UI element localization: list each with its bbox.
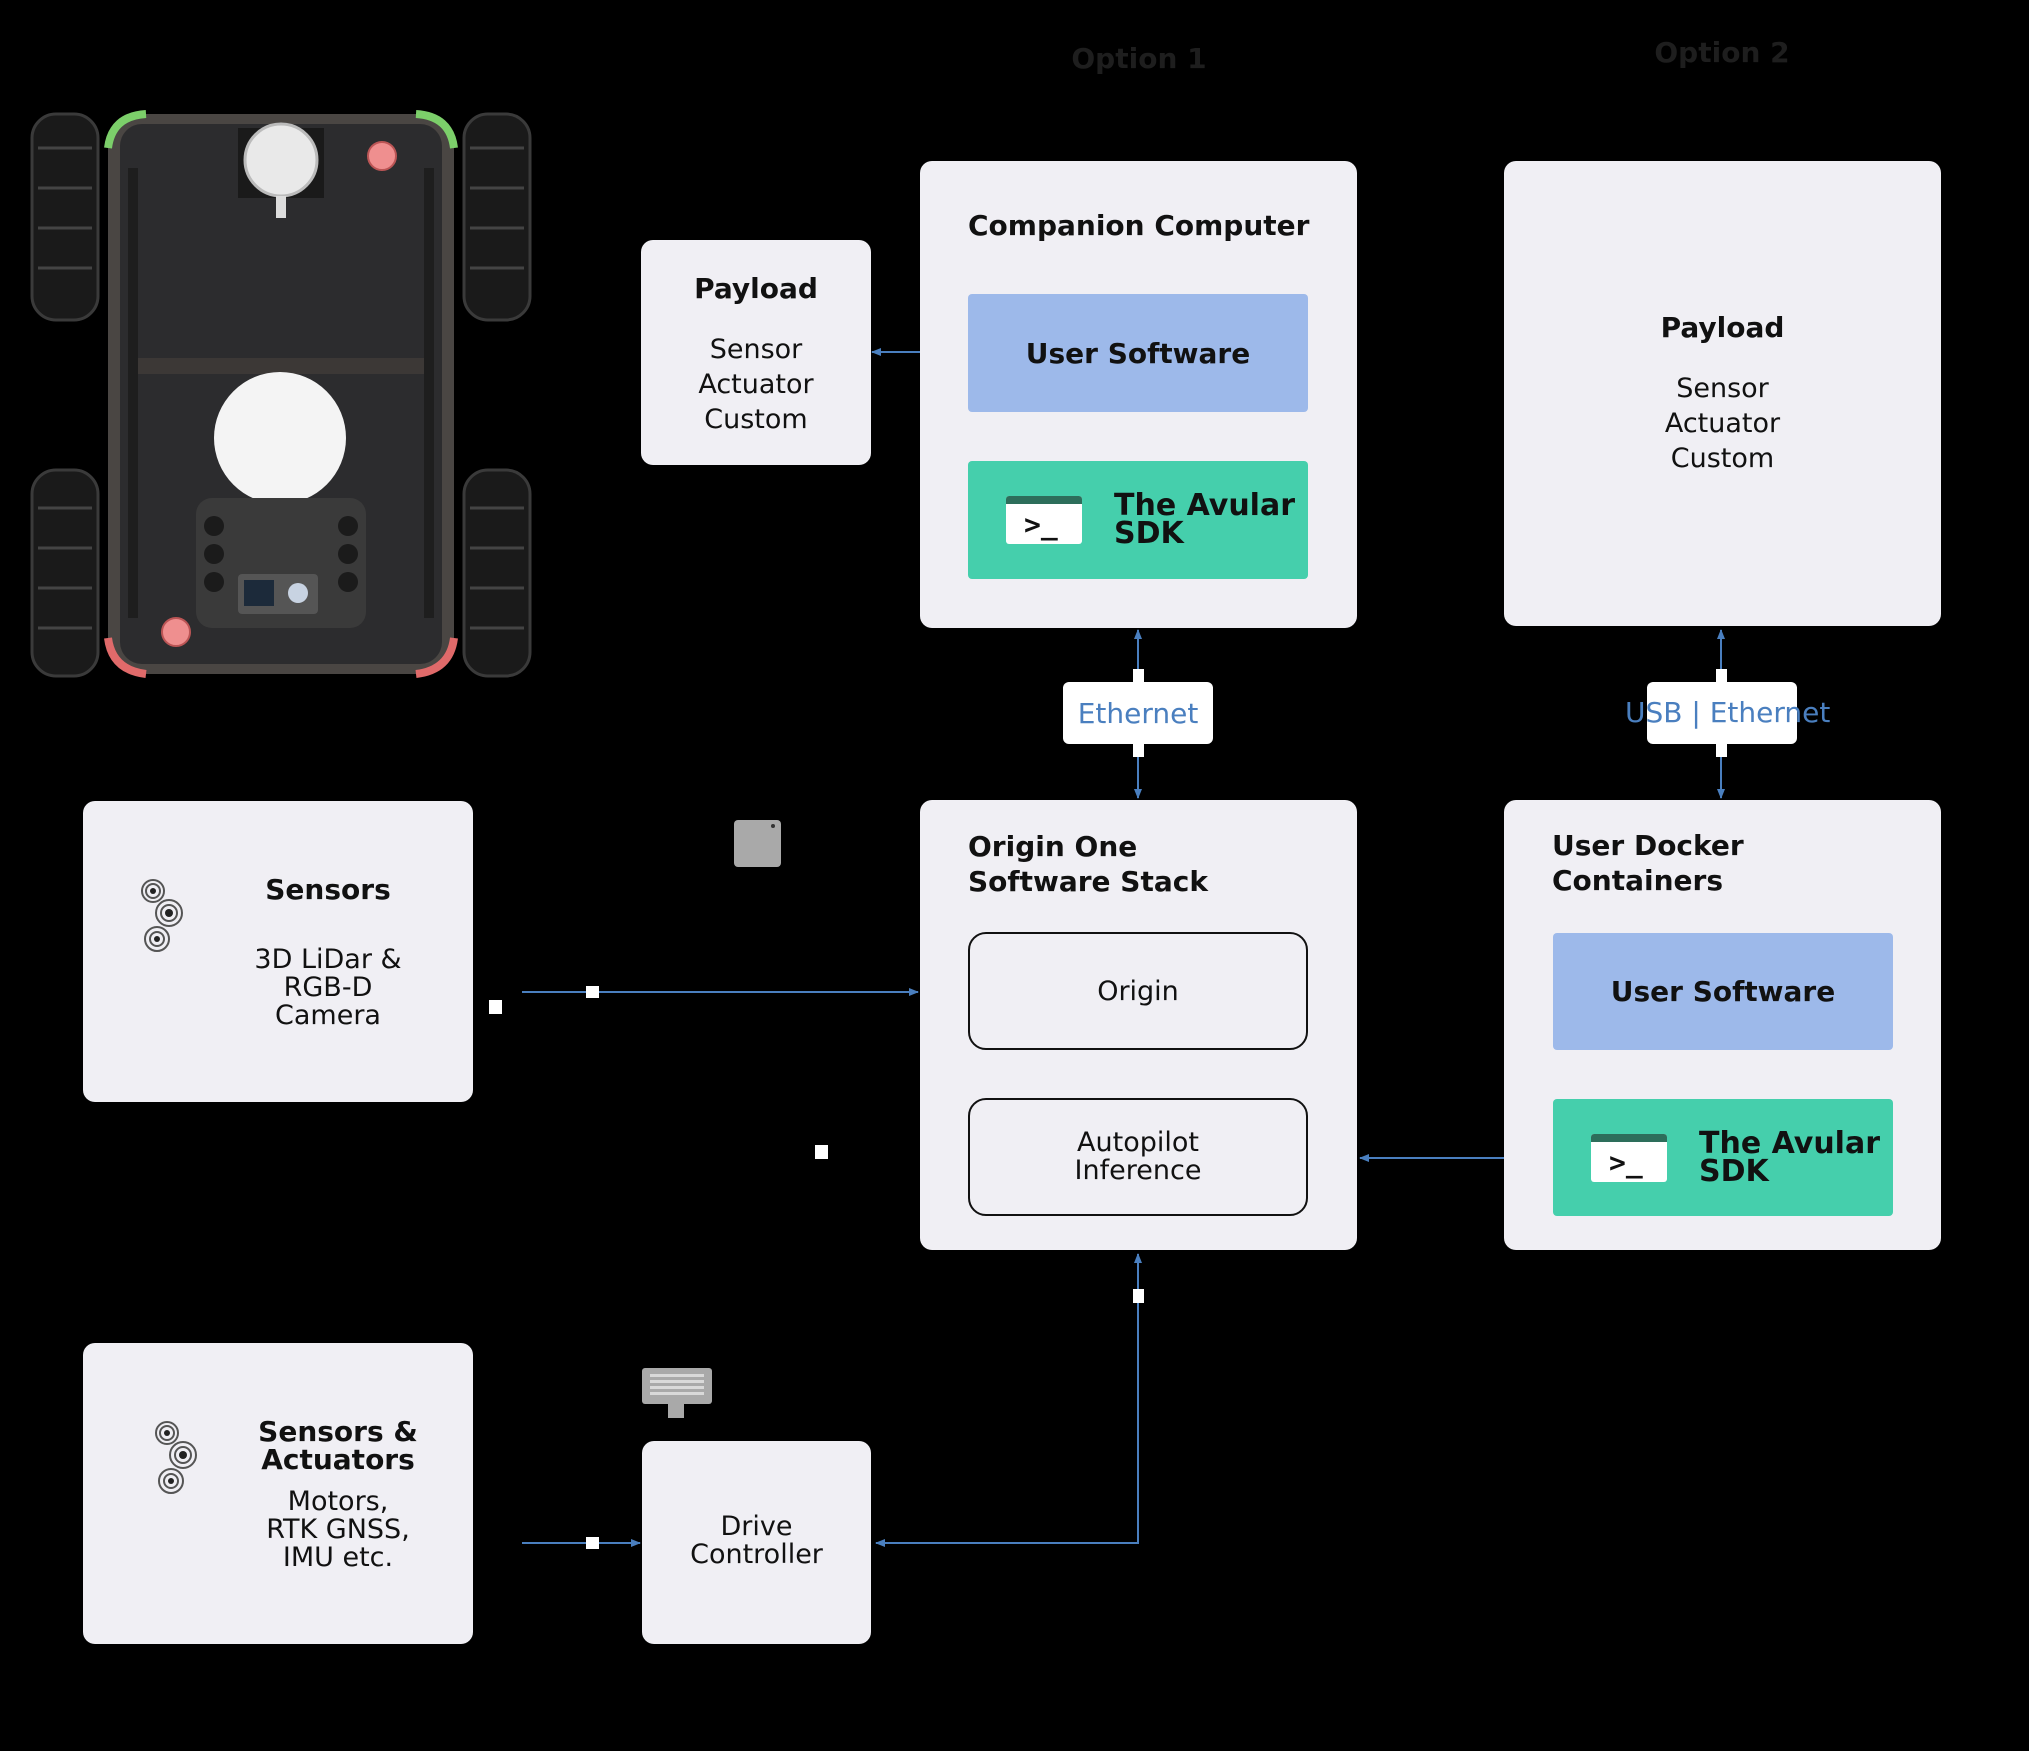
port-marker (815, 1145, 828, 1159)
companion-title: Companion Computer (968, 209, 1310, 242)
actuators-line-1: Motors, (287, 1486, 389, 1517)
sensors-line-3: Camera (275, 1000, 381, 1031)
origin-module: Origin (968, 932, 1308, 1050)
companion-sdk-label-1: The Avular (1114, 488, 1295, 523)
payload-option2-actuator: Actuator (1664, 408, 1781, 439)
docker-title-2: Containers (1552, 864, 1723, 897)
drive-label-1: Drive (720, 1511, 793, 1542)
autopilot-label-1: Autopilot (1077, 1127, 1199, 1158)
docker-avular-sdk: >_ The Avular SDK (1553, 1099, 1893, 1216)
companion-user-software: User Software (968, 294, 1308, 412)
port-marker (489, 1000, 502, 1014)
payload-option2-sensor: Sensor (1676, 373, 1769, 404)
actuators-line-3: IMU etc. (282, 1542, 394, 1573)
sensors-line-2: RGB-D (283, 972, 373, 1003)
drive-label-2: Controller (690, 1539, 823, 1570)
companion-avular-sdk: >_ The Avular SDK (968, 461, 1308, 579)
docker-sdk-label-2: SDK (1699, 1154, 1769, 1189)
sensors-actuators-card: Sensors & Actuators Motors, RTK GNSS, IM… (83, 1343, 473, 1644)
drive-to-stack-arrow (876, 1253, 1142, 1544)
terminal-icon: >_ (1006, 496, 1082, 544)
payload-item-custom: Custom (704, 404, 808, 435)
usb-ethernet-link-label: USB | Ethernet (1625, 682, 1830, 744)
stack-title-2: Software Stack (968, 865, 1208, 898)
board-icon (642, 1368, 712, 1418)
option-1-label: Option 1 (1071, 42, 1207, 75)
docker-user-software: User Software (1553, 933, 1893, 1050)
actuators-title-2: Actuators (261, 1443, 415, 1476)
payload-card: Payload Sensor Actuator Custom (641, 240, 871, 465)
terminal-icon: >_ (1591, 1134, 1667, 1182)
actuators-title-1: Sensors & (258, 1415, 418, 1448)
ethernet-link-label: Ethernet (1063, 682, 1213, 744)
payload-item-sensor: Sensor (709, 334, 803, 365)
companion-sdk-label-2: SDK (1114, 516, 1184, 551)
stack-title-1: Origin One (968, 830, 1138, 863)
chip-icon (734, 820, 781, 867)
sensors-line-1: 3D LiDar & (254, 944, 402, 975)
docker-user-software-label: User Software (1610, 975, 1836, 1008)
docker-sdk-label-1: The Avular (1699, 1126, 1880, 1161)
robot-topview-image (30, 110, 532, 678)
companion-computer-card: Companion Computer User Software >_ The … (920, 161, 1357, 628)
origin-label: Origin (1097, 975, 1179, 1007)
drive-controller-card: Drive Controller (642, 1441, 871, 1644)
sensors-title: Sensors (265, 873, 391, 906)
actuators-line-2: RTK GNSS, (266, 1514, 410, 1545)
option-2-label: Option 2 (1654, 36, 1790, 69)
autopilot-module: Autopilot Inference (968, 1098, 1308, 1216)
sensor-icon (155, 1421, 197, 1494)
sensor-icon (141, 879, 183, 952)
autopilot-label-2: Inference (1074, 1155, 1202, 1186)
payload-option2-card: Payload Sensor Actuator Custom (1504, 161, 1941, 626)
payload-title: Payload (694, 272, 818, 305)
payload-option2-title: Payload (1660, 311, 1785, 344)
usb-ethernet-label-text: USB | Ethernet (1625, 696, 1831, 729)
docker-title-1: User Docker (1552, 829, 1744, 862)
payload-item-actuator: Actuator (698, 369, 814, 400)
usb-ethernet-label-bg (1647, 682, 1797, 744)
companion-user-software-label: User Software (1025, 336, 1251, 370)
payload-option2-custom: Custom (1670, 443, 1775, 474)
docker-containers-card: User Docker Containers User Software >_ … (1504, 800, 1941, 1250)
sensors-card: Sensors 3D LiDar & RGB-D Camera (83, 801, 473, 1102)
software-stack-card: Origin One Software Stack Origin Autopil… (920, 800, 1357, 1250)
